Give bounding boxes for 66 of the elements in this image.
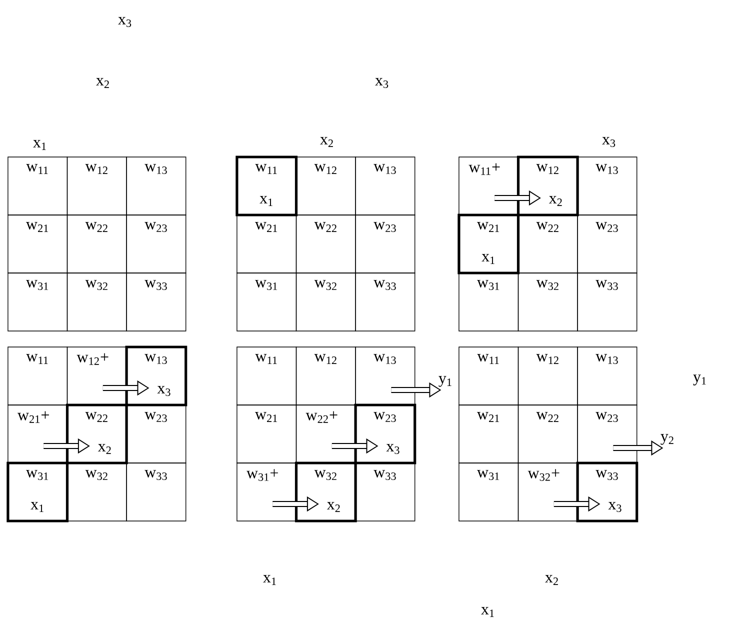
weight-cell: w$_{33}$ bbox=[126, 462, 186, 522]
highlighted-cell: w$_{13}$ x$_{3}$ bbox=[125, 346, 188, 406]
edge-label: y$_{2}$ bbox=[660, 434, 674, 445]
weight-cell: w$_{22}$+ bbox=[296, 404, 356, 464]
weight-cell: w$_{21}$+ bbox=[8, 404, 68, 464]
weight-cell: w$_{31}$ bbox=[236, 272, 297, 332]
weight-cell: w$_{23}$ bbox=[355, 214, 416, 274]
highlighted-cell: w$_{22}$ x$_{2}$ bbox=[66, 404, 128, 464]
weight-cell: w$_{21}$ bbox=[8, 214, 68, 274]
weight-cell: w$_{33}$ bbox=[577, 272, 638, 332]
weight-cell: w$_{12}$ bbox=[296, 156, 356, 216]
weight-cell: w$_{21}$ bbox=[236, 404, 297, 464]
weight-cell: w$_{11}$ bbox=[8, 346, 68, 406]
weight-cell: w$_{13}$ bbox=[355, 346, 416, 406]
input-label: x$_{2}$ bbox=[96, 78, 109, 88]
input-label: x$_{2}$ bbox=[545, 575, 558, 585]
highlighted-cell: w$_{11}$ x$_{1}$ bbox=[236, 156, 298, 216]
weight-cell: w$_{32}$ bbox=[518, 272, 578, 332]
weight-cell: w$_{32}$+ bbox=[518, 462, 578, 522]
highlighted-cell: w$_{21}$ x$_{1}$ bbox=[458, 214, 520, 274]
weight-cell: w$_{23}$ bbox=[126, 404, 186, 464]
weight-cell: w$_{32}$ bbox=[296, 272, 356, 332]
highlighted-cell: w$_{32}$ x$_{2}$ bbox=[294, 462, 357, 522]
weight-cell: w$_{11}$ bbox=[458, 346, 519, 406]
weight-cell: w$_{31}$ bbox=[458, 462, 519, 522]
weight-cell: w$_{33}$ bbox=[355, 272, 416, 332]
weight-cell: w$_{21}$ bbox=[236, 214, 297, 274]
weight-cell: w$_{31}$+ bbox=[236, 462, 297, 522]
weight-cell: w$_{13}$ bbox=[126, 156, 186, 216]
weight-cell: w$_{12}$ bbox=[66, 156, 127, 216]
weight-cell: w$_{11}$ bbox=[236, 346, 297, 406]
weight-cell: w$_{12}$ bbox=[518, 346, 578, 406]
input-label: x$_{1}$ bbox=[33, 140, 46, 150]
weight-cell: w$_{32}$ bbox=[66, 272, 127, 332]
highlighted-cell: w$_{33}$ x$_{3}$ bbox=[576, 462, 638, 522]
input-label: x$_{3}$ bbox=[375, 78, 388, 88]
weight-cell: w$_{23}$ bbox=[126, 214, 186, 274]
weight-cell: w$_{13}$ bbox=[577, 346, 638, 406]
weight-cell: w$_{32}$ bbox=[66, 462, 127, 522]
weight-cell: w$_{22}$ bbox=[296, 214, 356, 274]
weight-cell: w$_{13}$ bbox=[577, 156, 638, 216]
input-label: x$_{1}$ bbox=[481, 607, 494, 617]
weight-cell: w$_{33}$ bbox=[355, 462, 416, 522]
weight-cell: w$_{33}$ bbox=[126, 272, 186, 332]
weight-cell: w$_{21}$ bbox=[458, 404, 519, 464]
input-label: x$_{2}$ bbox=[320, 137, 333, 147]
input-label: x$_{3}$ bbox=[118, 16, 132, 28]
weight-cell: w$_{13}$ bbox=[355, 156, 416, 216]
edge-label: y$_{1}$ bbox=[438, 376, 452, 387]
highlighted-cell: w$_{31}$ x$_{1}$ bbox=[6, 462, 69, 522]
weight-cell: w$_{12}$ bbox=[296, 346, 356, 406]
input-label: x$_{1}$ bbox=[263, 575, 276, 585]
highlighted-cell: w$_{23}$ x$_{3}$ bbox=[354, 404, 416, 464]
weight-cell: w$_{11}$ bbox=[8, 156, 68, 216]
weight-cell: w$_{22}$ bbox=[518, 214, 578, 274]
weight-cell: w$_{22}$ bbox=[518, 404, 578, 464]
weight-cell: w$_{23}$ bbox=[577, 214, 638, 274]
input-label: y$_{1}$ bbox=[693, 374, 706, 386]
weight-cell: w$_{22}$ bbox=[66, 214, 127, 274]
weight-cell: w$_{23}$ bbox=[577, 404, 638, 464]
weight-cell: w$_{31}$ bbox=[8, 272, 68, 332]
highlighted-cell: w$_{12}$ x$_{2}$ bbox=[516, 156, 579, 216]
weight-cell: w$_{11}$+ bbox=[458, 156, 519, 216]
weight-cell: w$_{12}$+ bbox=[66, 346, 127, 406]
input-label: x$_{3}$ bbox=[602, 136, 616, 148]
weight-cell: w$_{31}$ bbox=[458, 272, 519, 332]
